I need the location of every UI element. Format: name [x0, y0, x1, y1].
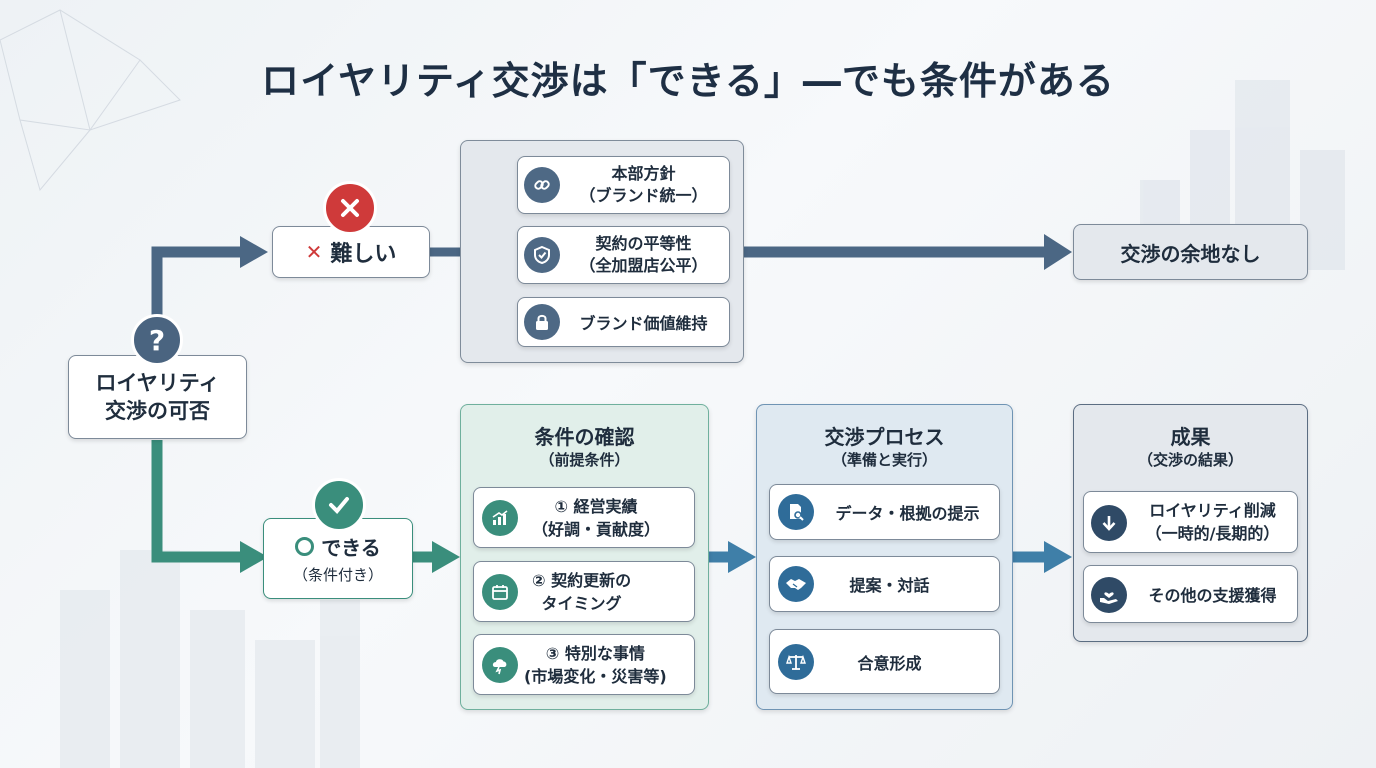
- no-room-label: 交渉の余地なし: [1120, 241, 1261, 266]
- outcome-subtitle: （交渉の結果）: [1137, 451, 1243, 469]
- process-subtitle: （準備と実行）: [831, 451, 937, 469]
- reason-1-line1: 本部方針: [611, 164, 676, 183]
- condition-1-line1: ① 経営実績: [554, 496, 638, 516]
- process-step-1-label: データ・根拠の提示: [835, 504, 980, 523]
- outcome-card-1: ロイヤリティ削減 （一時的/長期的）: [1083, 491, 1298, 553]
- process-step-2-label: 提案・対話: [849, 576, 930, 595]
- page-title: ロイヤリティ交渉は「できる」―でも条件がある: [261, 59, 1115, 103]
- condition-2-line1: ② 契約更新の: [532, 570, 632, 590]
- reason-2-line1: 契約の平等性: [595, 234, 692, 253]
- condition-3-line1: ③ 特別な事情: [545, 643, 645, 663]
- reason-card-1: 本部方針 （ブランド統一）: [517, 156, 730, 214]
- conditions-subtitle: （前提条件）: [539, 451, 630, 469]
- outcome-title: 成果: [1170, 425, 1211, 449]
- reason-card-3: ブランド価値維持: [517, 297, 730, 347]
- condition-card-1: ① 経営実績 （好調・貢献度）: [473, 487, 695, 548]
- start-node: ロイヤリティ 交渉の可否: [68, 355, 247, 439]
- outcome-card-2: その他の支援獲得: [1083, 565, 1298, 623]
- storm-icon: [482, 647, 518, 683]
- condition-2-line2: タイミング: [541, 593, 622, 613]
- handshake-icon: [778, 566, 814, 602]
- process-step-3-label: 合意形成: [857, 653, 922, 673]
- calendar-icon: [482, 574, 518, 610]
- possible-sub: （条件付き）: [292, 566, 383, 584]
- start-label-line2: 交渉の可否: [105, 399, 210, 423]
- possible-label: できる: [321, 536, 381, 560]
- no-room-result: 交渉の余地なし: [1073, 224, 1308, 280]
- difficult-mark: ✕: [305, 240, 323, 264]
- condition-card-2: ② 契約更新の タイミング: [473, 561, 695, 622]
- reason-2-line2: （全加盟店公平）: [579, 256, 708, 275]
- heart-hand-icon: [1091, 577, 1127, 613]
- possible-node: できる （条件付き）: [263, 518, 413, 599]
- shield-check-icon: [524, 237, 560, 273]
- scales-icon: [778, 644, 814, 680]
- condition-3-line2: (市場変化・災害等): [524, 666, 667, 686]
- outcome-2-line1: その他の支援獲得: [1148, 586, 1277, 605]
- reason-1-line2: （ブランド統一）: [579, 186, 708, 205]
- question-icon: ?: [131, 314, 183, 366]
- process-step-2: 提案・対話: [769, 556, 1000, 612]
- difficult-label: 難しい: [330, 242, 397, 267]
- process-step-3: 合意形成: [769, 629, 1000, 694]
- start-label-line1: ロイヤリティ: [95, 371, 220, 395]
- condition-1-line2: （好調・貢献度）: [532, 519, 661, 539]
- arrow-down-icon: [1091, 505, 1127, 541]
- reason-3-line1: ブランド価値維持: [579, 314, 708, 333]
- reason-card-2: 契約の平等性 （全加盟店公平）: [517, 226, 730, 284]
- document-search-icon: [778, 494, 814, 530]
- conditions-title: 条件の確認: [534, 425, 635, 449]
- link-icon: [524, 167, 560, 203]
- process-title: 交渉プロセス: [824, 425, 945, 449]
- outcome-1-line2: （一時的/長期的）: [1145, 524, 1280, 543]
- lock-icon: [524, 304, 560, 340]
- check-icon: [312, 478, 366, 532]
- outcome-1-line1: ロイヤリティ削減: [1149, 501, 1276, 520]
- process-step-1: データ・根拠の提示: [769, 484, 1000, 540]
- error-x-icon: [323, 181, 377, 235]
- condition-card-3: ③ 特別な事情 (市場変化・災害等): [473, 634, 695, 695]
- circle-icon: [295, 537, 315, 556]
- growth-chart-icon: [482, 500, 518, 536]
